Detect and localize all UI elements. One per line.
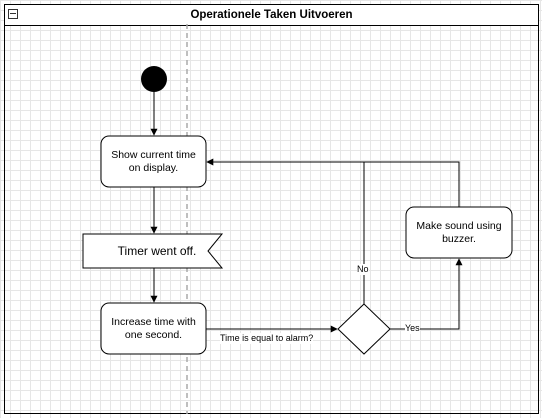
edge-sound-to-show[interactable]: [364, 161, 460, 207]
edge-decision-no[interactable]: [206, 158, 365, 304]
make-sound-label: Make sound using buzzer.: [416, 219, 502, 245]
condition-label: Time is equal to alarm?: [220, 333, 314, 344]
decision-node[interactable]: [337, 303, 391, 355]
no-label: No: [357, 264, 369, 275]
increase-time-label: Increase time with one second.: [111, 315, 196, 341]
timer-off-label: Timer went off.: [117, 243, 197, 258]
frame-header: Operationele Taken Uitvoeren: [5, 5, 538, 26]
show-time-label: Show current time on display.: [111, 148, 196, 174]
diagram-frame: Operationele Taken Uitvoeren: [4, 4, 539, 414]
signal-timer-off[interactable]: [82, 233, 224, 269]
initial-node[interactable]: [141, 66, 167, 92]
yes-label: Yes: [405, 323, 420, 334]
frame-title: Operationele Taken Uitvoeren: [190, 9, 353, 21]
edge-decision-yes[interactable]: [390, 258, 463, 330]
collapse-icon[interactable]: [8, 9, 18, 19]
